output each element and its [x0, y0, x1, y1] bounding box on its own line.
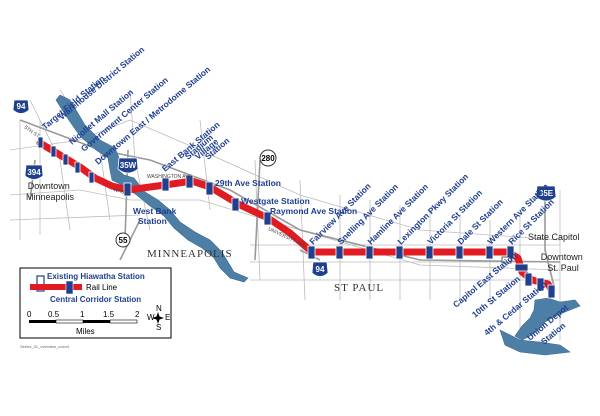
shield-label: 35W: [120, 161, 137, 170]
station-label-stadium: Stadium Village Station: [183, 132, 231, 161]
station-marker-capitol-east[interactable]: [514, 263, 529, 272]
legend-corridor-station-symbol: [65, 280, 74, 295]
compass-rose-icon: N S E W: [147, 304, 170, 332]
station-marker-union-depot[interactable]: [547, 284, 556, 299]
interstate-shield-35e: 35E: [535, 185, 557, 202]
shield-label: 55: [119, 236, 128, 245]
station-marker-warehouse[interactable]: [50, 145, 57, 158]
scale-unit: Miles: [76, 327, 95, 336]
station-marker-snelling[interactable]: [335, 245, 344, 260]
station-marker-nicollet[interactable]: [62, 153, 69, 166]
state-shield-55: 55: [115, 232, 131, 248]
interstate-shield-94-west: 94: [12, 99, 30, 114]
station-marker-target-field[interactable]: [37, 136, 44, 149]
scale-tick-1-5: 1.5: [103, 310, 115, 319]
scale-tick-1: 1: [80, 310, 85, 319]
mississippi-river: [55, 94, 581, 356]
station-marker-10th[interactable]: [524, 272, 533, 287]
state-shield-280: 280: [259, 149, 277, 167]
station-marker-west-bank[interactable]: [123, 182, 132, 197]
station-marker-lexington[interactable]: [395, 245, 404, 260]
legend-frame: [19, 267, 172, 339]
station-markers: [37, 136, 556, 299]
shield-label: 94: [17, 102, 26, 111]
legend-corridor-station-label: Central Corridor Station: [50, 295, 141, 304]
place-minneapolis: MINNEAPOLIS: [147, 248, 233, 260]
station-marker-29th[interactable]: [205, 181, 214, 196]
scale-tick-0-5: 0.5: [48, 310, 60, 319]
svg-text:S: S: [156, 323, 161, 332]
station-label-west-bank-line1: West Bank: [133, 206, 177, 216]
shield-label: 280: [261, 154, 275, 163]
place-downtown-st-paul: Downtown St. Paul: [541, 252, 586, 273]
shield-label: 94: [316, 265, 325, 274]
station-label-west-bank: West Bank Station: [133, 206, 179, 226]
scale-bar: 0 0.5 1 1.5 2 Miles: [27, 310, 140, 336]
station-marker-dale[interactable]: [455, 245, 464, 260]
scale-tick-2: 2: [135, 310, 140, 319]
station-marker-westgate[interactable]: [231, 197, 240, 212]
station-label-west-bank-line2: Station: [138, 216, 167, 226]
station-label-raymond: Raymond Ave Station: [270, 206, 357, 216]
shield-label: 394: [27, 168, 41, 177]
station-marker-government[interactable]: [74, 161, 81, 174]
station-marker-4th-cedar[interactable]: [536, 277, 545, 292]
place-st-paul: ST PAUL: [334, 282, 384, 294]
station-label-westgate: Westgate Station: [241, 196, 310, 206]
map-legend: Existing Hiawatha Station Rail Line Cent…: [19, 267, 172, 339]
svg-text:N: N: [156, 304, 162, 313]
interstate-shield-94-east: 94: [311, 261, 329, 277]
place-labels: Downtown Minneapolis MINNEAPOLIS ST PAUL…: [26, 181, 586, 294]
capitol-building-icon: [501, 256, 512, 264]
station-marker-victoria[interactable]: [425, 245, 434, 260]
street-washington-ave: WASHINGTON AVE: [147, 174, 193, 180]
station-marker-fairview[interactable]: [307, 245, 316, 260]
station-label-29th: 29th Ave Station: [215, 178, 281, 188]
station-marker-raymond[interactable]: [263, 211, 272, 226]
legend-existing-station-label: Existing Hiawatha Station: [47, 272, 145, 281]
shield-label: 35E: [539, 189, 554, 198]
rail-line: [36, 139, 556, 295]
station-marker-hamline[interactable]: [365, 245, 374, 260]
scale-tick-0: 0: [27, 310, 32, 319]
legend-rail-line-label: Rail Line: [86, 283, 118, 292]
station-marker-east-bank[interactable]: [161, 177, 170, 192]
svg-text:W: W: [147, 313, 155, 322]
interstate-shield-35w: 35W: [117, 157, 139, 174]
station-marker-downtown-east[interactable]: [88, 171, 95, 184]
svg-text:E: E: [165, 313, 170, 322]
station-marker-stadium[interactable]: [185, 174, 194, 189]
place-state-capitol: State Capitol: [528, 232, 580, 242]
station-marker-western[interactable]: [485, 245, 494, 260]
interstate-shield-394: 394: [24, 164, 44, 180]
legend-existing-station-symbol: [36, 275, 45, 292]
station-label-victoria: Victoria St Station: [425, 188, 484, 247]
place-downtown-minneapolis: Downtown Minneapolis: [26, 181, 75, 202]
street-wash: WASH: [112, 187, 128, 197]
map-footer: Series_01_overview_color4: [20, 344, 70, 349]
